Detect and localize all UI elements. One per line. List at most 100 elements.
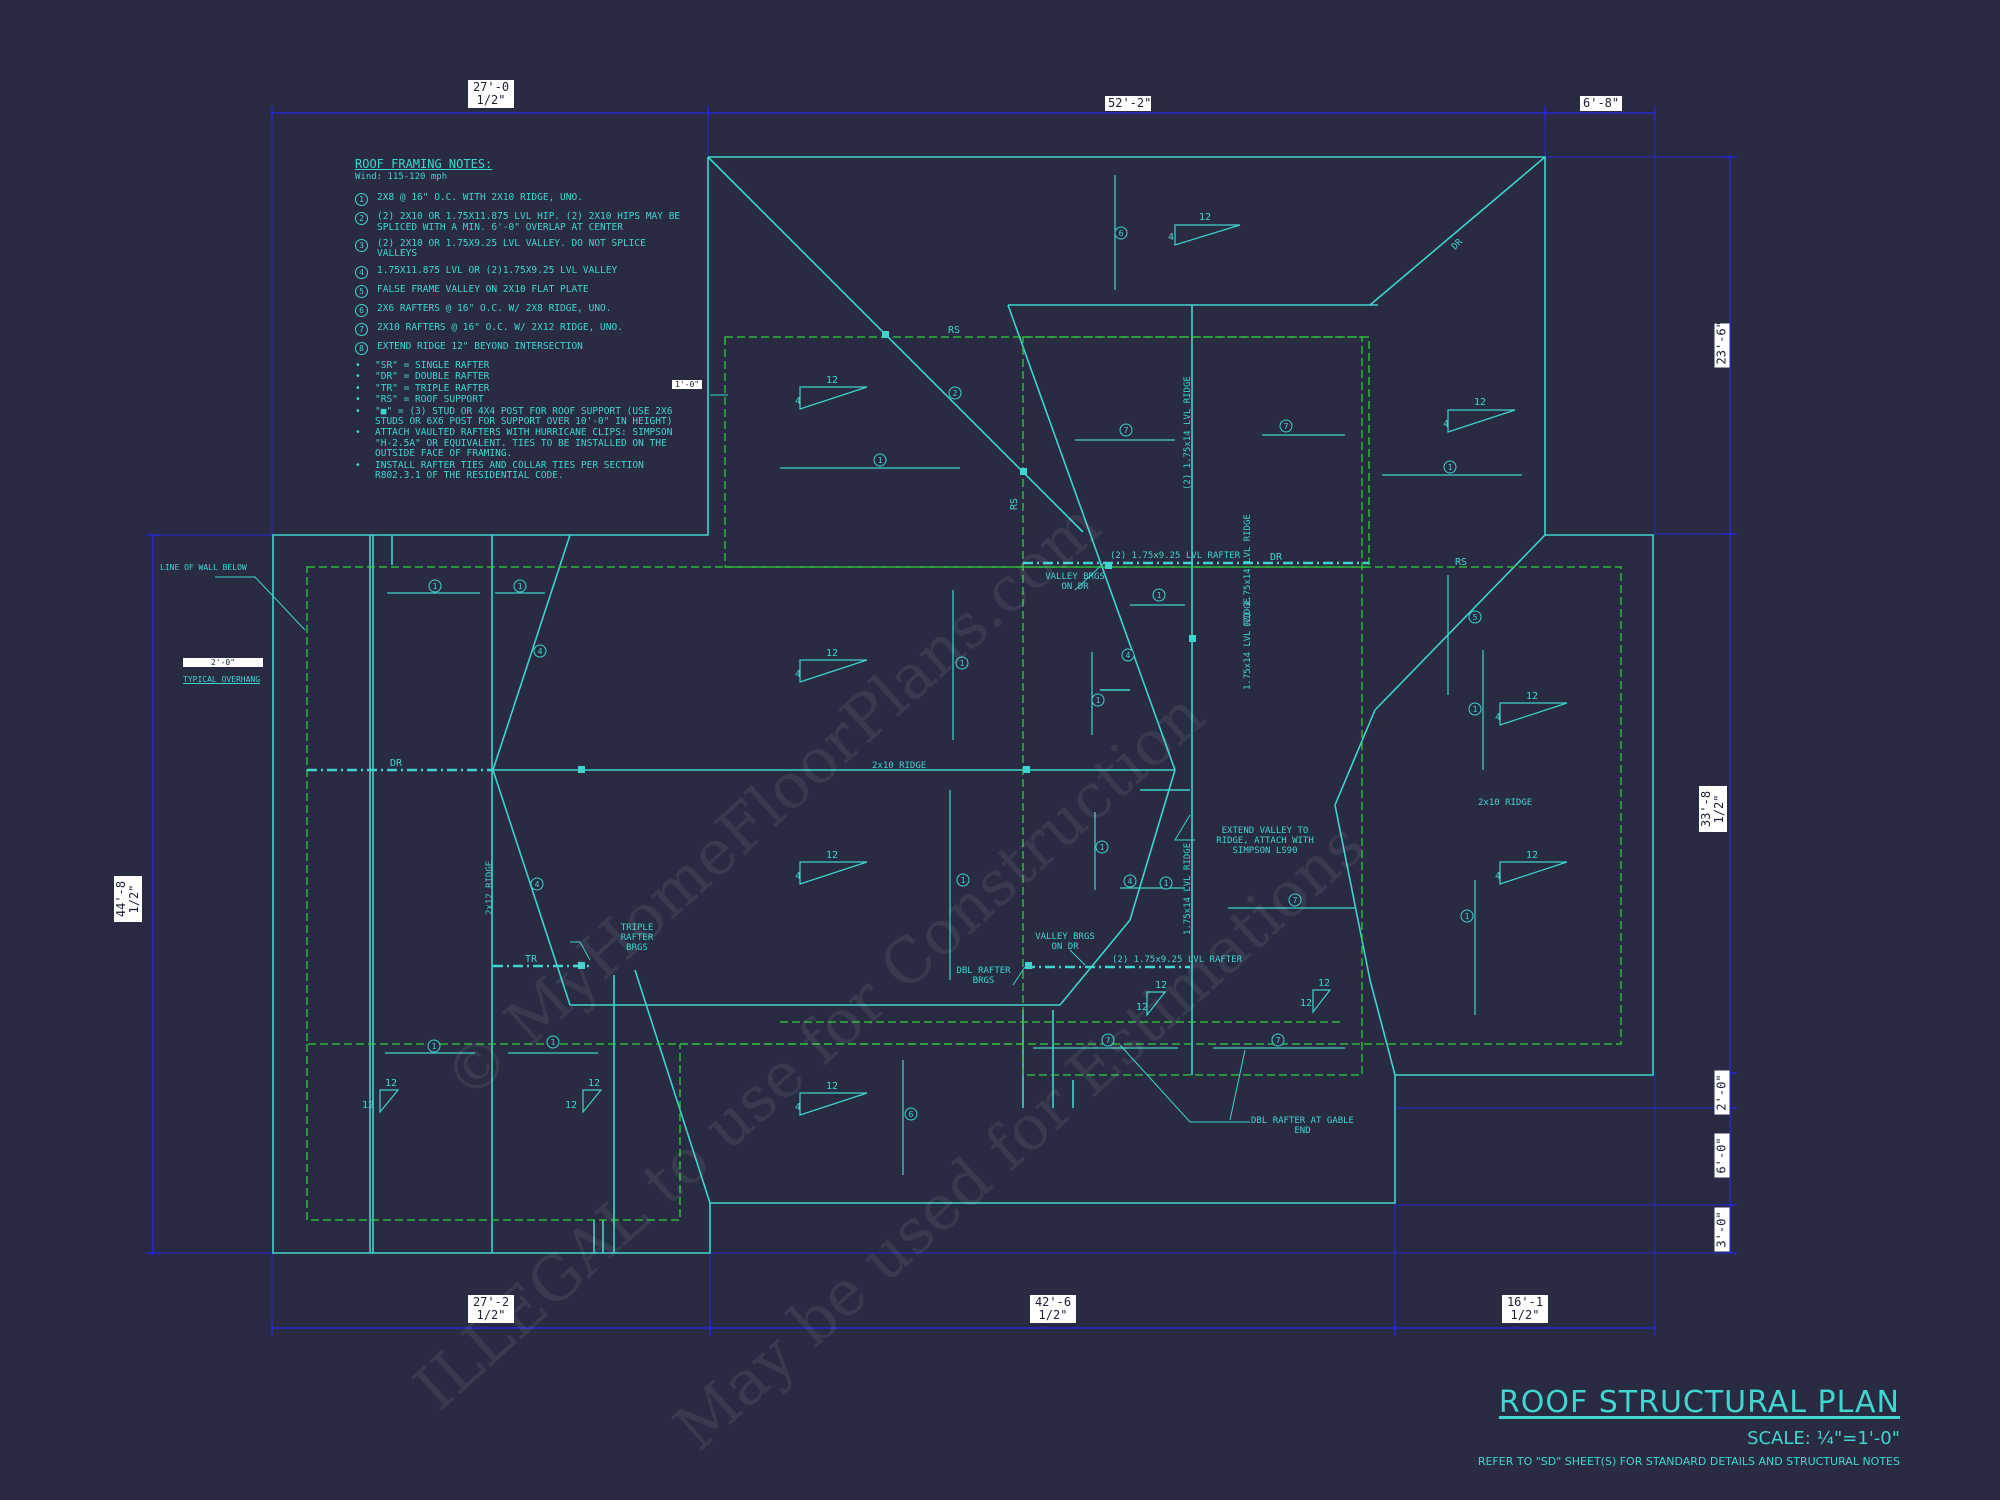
note-callout-number: 1 xyxy=(1100,843,1105,852)
dim-right-4: 6'-0" xyxy=(1714,1133,1730,1178)
line-of-wall-below-label: LINE OF WALL BELOW xyxy=(160,563,247,572)
note-number: 7 xyxy=(355,322,368,336)
pitch-label: 12 xyxy=(1136,1002,1148,1013)
note-callout-circle xyxy=(427,1039,441,1053)
note-callout-number: 4 xyxy=(538,647,543,656)
note-bullet: •INSTALL RAFTER TIES AND COLLAR TIES PER… xyxy=(355,459,685,482)
dim-bottom-right: 16'-1 1/2" xyxy=(1502,1295,1548,1323)
note-bullet: •"SR" = SINGLE RAFTER xyxy=(355,359,490,371)
triple-rafter-label: TRIPLE RAFTER BRGS xyxy=(620,923,654,953)
notes-bullets: •"SR" = SINGLE RAFTER•"DR" = DOUBLE RAFT… xyxy=(355,359,685,482)
note-text: EXTEND RIDGE 12" BEYOND INTERSECTION xyxy=(377,340,583,352)
note-callout-number: 6 xyxy=(909,1110,914,1119)
note-callout-number: 4 xyxy=(1128,877,1133,886)
note-callout-circle xyxy=(1114,226,1128,240)
note-callout-number: 7 xyxy=(1276,1036,1281,1045)
note-callout-circle xyxy=(533,644,547,658)
bullet-text: "■" = (3) STUD OR 4x4 POST FOR ROOF SUPP… xyxy=(375,405,673,428)
note-callout-circle xyxy=(955,656,969,670)
bullet-text: INSTALL RAFTER TIES AND COLLAR TIES PER … xyxy=(375,459,644,482)
sheet-reference: REFER TO "SD" SHEET(S) FOR STANDARD DETA… xyxy=(1477,1455,1900,1468)
note-callout-number: 1 xyxy=(1465,912,1470,921)
note-callout-number: 1 xyxy=(1096,696,1101,705)
lvl-rafter-upper: (2) 1.75x9.25 LVL RAFTER xyxy=(1110,551,1241,561)
pitch-run-label: 4 xyxy=(795,1102,801,1113)
note-number: 6 xyxy=(355,303,368,317)
note-callout-number: 1 xyxy=(518,582,523,591)
dim-left: 44'-8 1/2" xyxy=(114,876,142,922)
notes-title: ROOF FRAMING NOTES: xyxy=(355,157,493,171)
note-callout-circle xyxy=(1279,419,1293,433)
dim-top-mid: 52'-2" xyxy=(1105,96,1151,111)
note-callout-circle xyxy=(513,579,527,593)
note-item: 12x8 @ 16" O.C. WITH 2x10 RIDGE, UNO. xyxy=(355,192,685,207)
pitch-rise-label: 12 xyxy=(1199,212,1211,223)
note-number: 1 xyxy=(355,193,368,207)
bullet-text: ATTACH VAULTED RAFTERS WITH HURRICANE CL… xyxy=(375,427,673,460)
note-callout-circle xyxy=(1095,840,1109,854)
note-callout-number: 1 xyxy=(1473,705,1478,714)
drawing-labels: RS RS RS DR DR TR 2x10 RIDGE 2x10 RIDGE … xyxy=(390,237,1532,965)
note-callout-circle xyxy=(1101,1033,1115,1047)
note-callout-number: 5 xyxy=(1473,613,1478,622)
note-bullet: •ATTACH VAULTED RAFTERS WITH HURRICANE C… xyxy=(355,428,685,459)
roof-support-posts xyxy=(578,331,1196,969)
dim-bottom-left: 27'-2 1/2" xyxy=(468,1295,514,1323)
valley-brgs-lower: VALLEY BRGS ON DR xyxy=(1035,932,1095,952)
note-callout-circle xyxy=(546,1035,560,1049)
dr-label-hip: DR xyxy=(1450,237,1465,252)
sheet-title: ROOF STRUCTURAL PLAN xyxy=(1498,1385,1900,1420)
pitch-label: 12 xyxy=(385,1078,397,1089)
note-text: (2) 2x10 OR 1.75x11.875 LVL HIP. (2) 2x1… xyxy=(377,211,681,233)
note-callout-circle xyxy=(1460,909,1474,923)
note-callout-circle xyxy=(1119,423,1133,437)
pitch-run-label: 4 xyxy=(795,669,801,680)
rs-label-vertical: RS xyxy=(1009,498,1020,510)
note-bullet: •"DR" = DOUBLE RAFTER xyxy=(355,371,490,383)
note-callout-number: 1 xyxy=(1164,879,1169,888)
note-callout-number: 7 xyxy=(1124,426,1129,435)
note-bullet: •"RS" = ROOF SUPPORT xyxy=(355,394,484,406)
sheet-scale: SCALE: ¼"=1'-0" xyxy=(1747,1428,1900,1449)
note-number: 5 xyxy=(355,284,368,298)
dimension-lines xyxy=(146,106,1737,1336)
one-foot-dim: 1'-0" xyxy=(672,380,703,389)
note-item: 62x6 RAFTERS @ 16" O.C. W/ 2x8 RIDGE, UN… xyxy=(355,303,685,317)
extend-valley-note: EXTEND VALLEY TO RIDGE, ATTACH WITH SIMP… xyxy=(1216,826,1314,856)
rs-label-top: RS xyxy=(948,325,960,336)
bullet-text: "TR" = TRIPLE RAFTER xyxy=(375,382,490,394)
pitch-rise-label: 12 xyxy=(1526,691,1538,702)
valley-brgs-upper: VALLEY BRGS ON DR xyxy=(1045,572,1105,592)
ridge-label-right: 2x10 RIDGE xyxy=(1478,798,1532,808)
wind-speed: Wind: 115-120 mph xyxy=(355,172,448,183)
note-callout-circle xyxy=(1271,1033,1285,1047)
bullet-text: "SR" = SINGLE RAFTER xyxy=(375,359,490,371)
double-rafter-lines xyxy=(307,561,1369,969)
dr-label-left: DR xyxy=(390,758,403,769)
lvl-ridge-a: (2) 1.75x14 LVL RIDGE xyxy=(1183,376,1193,490)
note-callout-circle xyxy=(1159,876,1173,890)
note-callout-circle xyxy=(873,453,887,467)
note-callout-circle xyxy=(1121,648,1135,662)
note-callout-circle xyxy=(1152,588,1166,602)
lvl-ridge-d: 1.75x14 LVL RIDGE xyxy=(1183,843,1193,935)
pitch-rise-label: 12 xyxy=(826,375,838,386)
note-text: 1.75x11.875 LVL OR (2)1.75x9.25 LVL VALL… xyxy=(377,264,618,276)
note-callout-number: 7 xyxy=(1284,422,1289,431)
note-callout-number: 1 xyxy=(551,1038,556,1047)
leader-lines xyxy=(215,394,1250,1123)
note-callout-circle xyxy=(948,386,962,400)
note-number: 3 xyxy=(355,238,368,252)
note-text: (2) 2x10 OR 1.75x9.25 LVL VALLEY. DO NOT… xyxy=(377,237,646,260)
pitch-triangles xyxy=(379,224,1568,1116)
bullet-text: "RS" = ROOF SUPPORT xyxy=(375,394,484,406)
tr-label: TR xyxy=(525,954,538,965)
note-callout-number: 1 xyxy=(1448,463,1453,472)
ridge-2x12-label: 2x12 RIDGE xyxy=(485,861,495,915)
sheet-title-block: ROOF STRUCTURAL PLAN SCALE: ¼"=1'-0" REF… xyxy=(1478,1385,1900,1468)
dim-right-2: 33'-8 1/2" xyxy=(1699,786,1727,832)
pitch-run-label: 4 xyxy=(1495,871,1501,882)
